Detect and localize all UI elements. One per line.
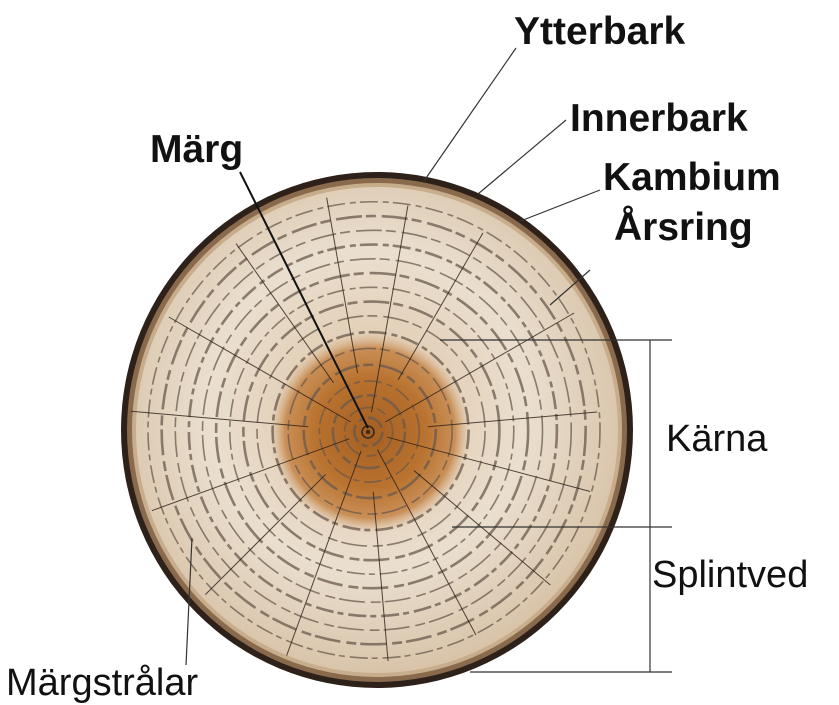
label-innerbark: Innerbark [570,99,748,138]
pith-center [366,430,370,434]
label-arsring: Årsring [614,208,753,247]
label-ytterbark: Ytterbark [514,12,685,51]
leader-innerbark [478,120,566,194]
label-margstralar: Märgstrålar [6,664,198,702]
leader-kambium [518,190,600,222]
label-marg: Märg [150,130,243,169]
label-karna: Kärna [666,420,767,458]
leader-ytterbark [424,48,516,181]
label-kambium: Kambium [603,158,781,197]
label-splintved: Splintved [652,556,808,594]
